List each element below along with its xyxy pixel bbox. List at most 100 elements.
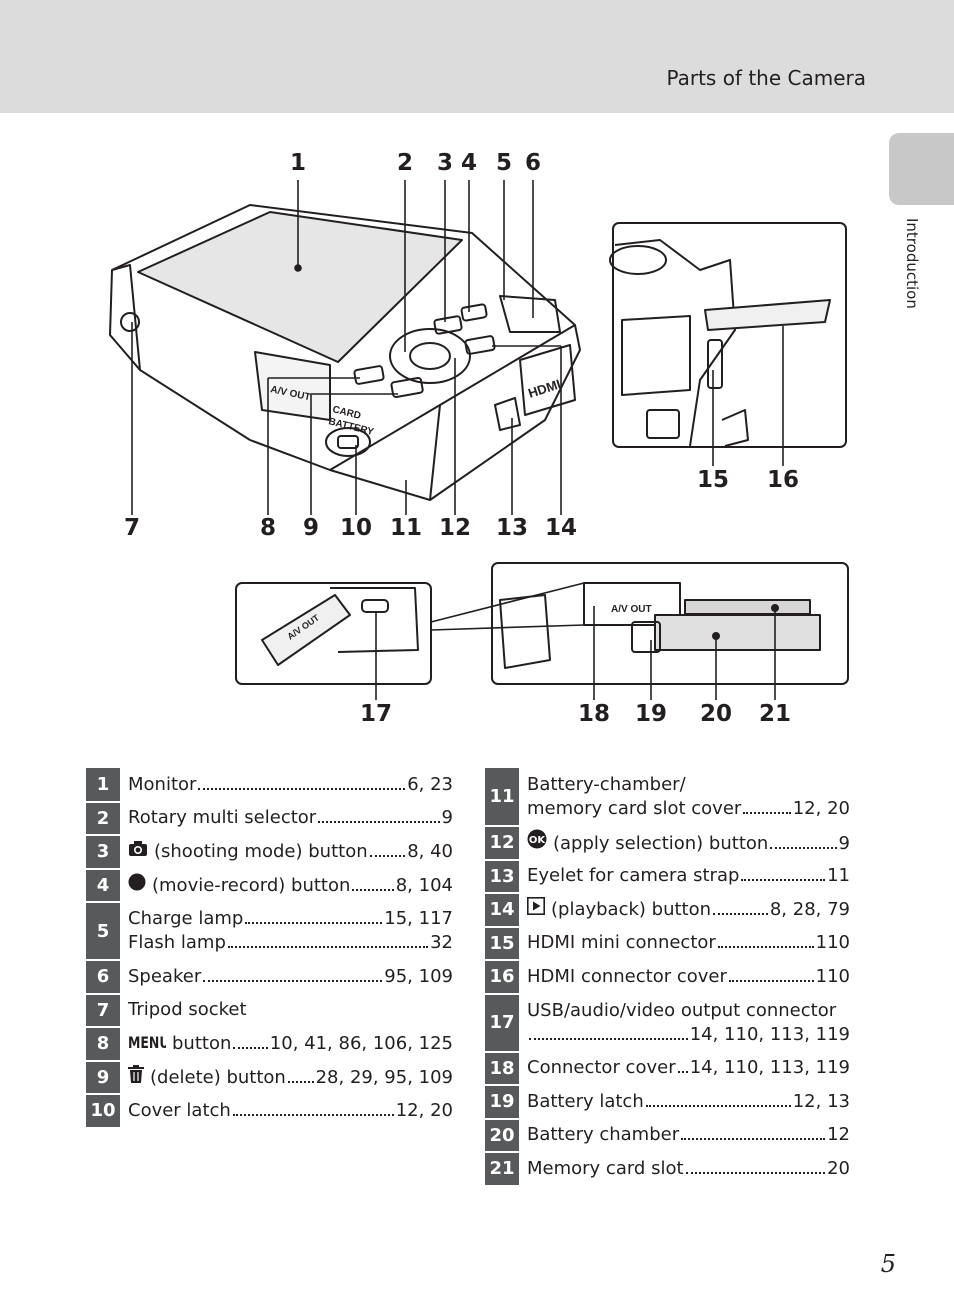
- item-label: Flash lamp: [128, 932, 226, 953]
- item-pages: 11: [827, 865, 850, 887]
- section-title: Parts of the Camera: [666, 66, 866, 90]
- item-pages: 12, 20: [792, 798, 850, 819]
- table-row: 20 Battery chamber 12: [485, 1118, 850, 1153]
- item-label: (shooting mode) button: [154, 840, 368, 862]
- item-number: 21: [485, 1152, 519, 1187]
- item-number: 4: [86, 868, 120, 903]
- item-number: 5: [86, 902, 120, 961]
- item-number: 1: [86, 768, 120, 803]
- item-number: 13: [485, 859, 519, 894]
- svg-text:MENU: MENU: [128, 1034, 166, 1048]
- callout-17: 17: [359, 701, 393, 727]
- item-label: Battery-chamber/: [527, 774, 686, 795]
- item-number: 12: [485, 826, 519, 861]
- item-pages: 14, 110, 113, 119: [689, 1023, 850, 1045]
- item-label: Connector cover: [527, 1057, 676, 1079]
- av-out-port-label: A/V OUT: [611, 604, 652, 615]
- item-label: Rotary multi selector: [128, 807, 317, 829]
- item-pages: 12: [827, 1124, 850, 1146]
- menu-icon: MENU: [128, 1032, 169, 1056]
- item-pages: 6, 23: [407, 773, 453, 795]
- item-number: 9: [86, 1060, 120, 1095]
- callout-19: 19: [634, 701, 668, 727]
- item-label: Speaker: [128, 965, 202, 987]
- side-tab: [889, 133, 954, 205]
- item-label: (movie-record) button: [152, 874, 351, 896]
- item-label: USB/audio/video output connector: [527, 999, 837, 1021]
- callout-16: 16: [766, 467, 800, 493]
- table-row: 3 (shooting mode) button 8, 40: [86, 835, 453, 870]
- item-label: button: [172, 1032, 232, 1054]
- item-label: HDMI mini connector: [527, 932, 716, 954]
- item-number: 7: [86, 993, 120, 1028]
- item-pages: 110: [815, 932, 850, 954]
- item-label: (playback) button: [551, 899, 712, 921]
- item-pages: 95, 109: [384, 965, 453, 987]
- callout-10: 10: [339, 515, 373, 541]
- table-row: 21 Memory card slot 20: [485, 1152, 850, 1187]
- camera-back-illustration: [109, 204, 581, 501]
- item-pages: 20: [827, 1157, 850, 1179]
- table-row: 4 (movie-record) button 8, 104: [86, 868, 453, 903]
- item-number: 10: [86, 1094, 120, 1129]
- item-label: (delete) button: [150, 1066, 286, 1088]
- trash-icon: [128, 1064, 144, 1090]
- item-pages: 14, 110, 113, 119: [689, 1057, 850, 1079]
- item-pages: 12, 20: [395, 1099, 453, 1121]
- item-pages: 8, 104: [395, 874, 453, 896]
- item-number: 8: [86, 1027, 120, 1062]
- callout-11: 11: [389, 515, 423, 541]
- item-pages: 8, 40: [407, 840, 453, 862]
- callout-21: 21: [758, 701, 792, 727]
- callout-1: 1: [289, 150, 307, 176]
- callout-6: 6: [524, 150, 542, 176]
- camera-icon: [128, 840, 148, 864]
- item-number: 20: [485, 1118, 519, 1153]
- svg-text:OK: OK: [529, 835, 547, 846]
- record-dot-icon: [128, 873, 146, 898]
- table-row: 8 MENU button 10, 41, 86, 106, 125: [86, 1027, 453, 1062]
- callout-3: 3: [436, 150, 454, 176]
- table-row: 11 Battery-chamber/ memory card slot cov…: [485, 768, 850, 827]
- callout-9: 9: [302, 515, 320, 541]
- callout-7: 7: [123, 515, 141, 541]
- item-label: Tripod socket: [128, 999, 247, 1021]
- item-pages: 9: [441, 807, 453, 829]
- callout-15: 15: [696, 467, 730, 493]
- table-row: 2 Rotary multi selector 9: [86, 801, 453, 836]
- item-label: Memory card slot: [527, 1157, 684, 1179]
- item-pages: 10, 41, 86, 106, 125: [269, 1032, 453, 1054]
- item-number: 2: [86, 801, 120, 836]
- av-out-inset-illustration: [235, 582, 432, 700]
- table-row: 14 (playback) button 8, 28, 79: [485, 893, 850, 928]
- table-row: 7 Tripod socket: [86, 993, 453, 1028]
- item-label: Battery chamber: [527, 1124, 680, 1146]
- item-pages: 110: [815, 965, 850, 987]
- item-pages: 12, 13: [792, 1090, 850, 1112]
- camera-diagram: A/V OUT CARD BATTERY HDMI A/V OUT A/V OU…: [109, 180, 849, 700]
- item-number: 14: [485, 893, 519, 928]
- page-number: 5: [880, 1250, 896, 1278]
- item-pages: 32: [430, 932, 453, 953]
- battery-inset-illustration: [430, 562, 849, 700]
- item-number: 3: [86, 835, 120, 870]
- parts-table-right: 11 Battery-chamber/ memory card slot cov…: [485, 768, 850, 1187]
- item-pages: 8, 28, 79: [769, 899, 850, 921]
- item-number: 11: [485, 768, 519, 827]
- item-pages: 9: [838, 833, 850, 855]
- item-label: (apply selection) button: [553, 833, 769, 855]
- callout-14: 14: [544, 515, 578, 541]
- callout-8: 8: [259, 515, 277, 541]
- callout-4: 4: [460, 150, 478, 176]
- item-label: Cover latch: [128, 1099, 231, 1121]
- leader-lines-main: [131, 180, 562, 515]
- callout-5: 5: [495, 150, 513, 176]
- play-icon: [527, 897, 545, 922]
- item-label: Monitor: [128, 773, 197, 795]
